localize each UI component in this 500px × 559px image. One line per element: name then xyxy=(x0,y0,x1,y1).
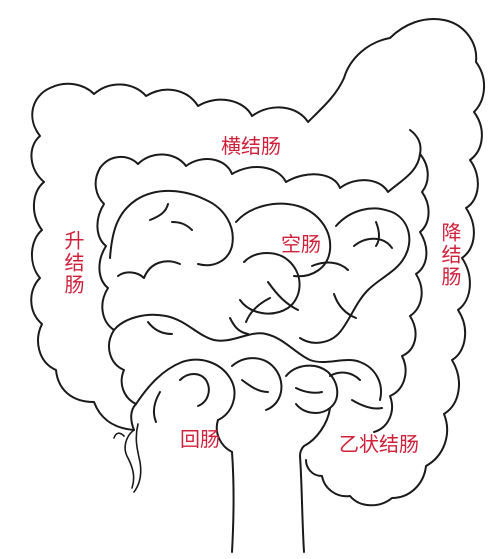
ascending-colon-label: 升结肠 xyxy=(61,230,85,296)
ileum-label: 回肠 xyxy=(180,427,220,451)
jejunum-label: 空肠 xyxy=(281,232,321,256)
small-intestine-loop-central xyxy=(149,202,332,315)
small-intestine-loop-lower xyxy=(135,357,383,423)
appendix-outline xyxy=(113,423,142,493)
small-intestine-loop-middle xyxy=(113,293,382,401)
rectum-outline xyxy=(231,451,305,553)
sigmoid-colon-label: 乙状结肠 xyxy=(339,432,419,456)
colon-outer-outline xyxy=(30,18,485,507)
descending-colon-inner-outline xyxy=(373,153,430,433)
transverse-colon-label: 横结肠 xyxy=(221,134,281,158)
small-intestine-loop-right xyxy=(267,207,411,344)
ascending-colon-inner-outline xyxy=(94,167,137,405)
transverse-colon-inner-outline xyxy=(99,129,422,193)
descending-colon-label: 降结肠 xyxy=(438,222,462,288)
ileocecal-junction-outline xyxy=(130,403,331,457)
small-intestine-loop-upper-left xyxy=(109,189,234,279)
